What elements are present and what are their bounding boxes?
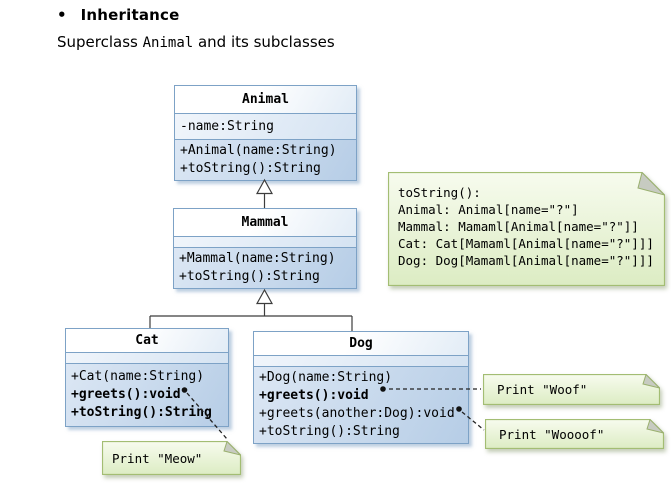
note-woooof: Print "Woooof" — [485, 419, 664, 449]
note-line: Cat: Cat[Mamaml[Animal[name="?"]]] — [398, 236, 654, 251]
note-line: Dog: Dog[Mamaml[Animal[name="?"]]] — [398, 253, 654, 268]
note-line: Mammal: Mamaml[Animal[name="?"]] — [398, 219, 639, 234]
note-line: toString(): — [398, 185, 481, 200]
class-name-mammal: Mammal — [174, 209, 356, 237]
folded-corner-icon — [223, 441, 241, 456]
subtitle-suffix: and its subclasses — [193, 33, 335, 51]
class-methods-dog: +Dog(name:String) +greets():void +greets… — [254, 367, 468, 443]
bullet-icon: • — [57, 6, 67, 24]
class-box-mammal: Mammal +Mammal(name:String) +toString():… — [173, 208, 357, 289]
method-line: +Mammal(name:String) — [179, 251, 336, 266]
method-line: +greets():void — [259, 388, 369, 403]
method-line: +Animal(name:String) — [180, 143, 337, 158]
inheritance-triangle-icon — [255, 178, 274, 195]
folded-corner-icon — [642, 374, 660, 389]
note-tostring-text: toString(): Animal: Animal[name="?"] Mam… — [388, 172, 665, 269]
class-name-cat: Cat — [66, 329, 228, 353]
method-line: +toString():String — [71, 405, 212, 420]
inheritance-triangle-icon — [255, 288, 274, 305]
class-attrs-animal: -name:String — [175, 114, 356, 140]
note-woof: Print "Woof" — [483, 374, 660, 405]
subtitle-prefix: Superclass — [57, 33, 143, 51]
class-box-cat: Cat +Cat(name:String) +greets():void +to… — [65, 328, 229, 427]
method-line: +Dog(name:String) — [259, 370, 393, 385]
attr-line: -name:String — [180, 119, 274, 134]
page-subtitle: Superclass Animal and its subclasses — [57, 33, 335, 51]
note-tostring: toString(): Animal: Animal[name="?"] Mam… — [388, 172, 665, 286]
slide-title-row: • Inheritance — [57, 6, 179, 24]
folded-corner-icon — [646, 419, 664, 434]
method-line: +Cat(name:String) — [71, 369, 205, 384]
folded-corner-icon — [637, 172, 665, 196]
note-shape — [102, 441, 241, 475]
method-line: +toString():String — [259, 424, 400, 439]
class-box-dog: Dog +Dog(name:String) +greets():void +gr… — [253, 331, 469, 444]
note-shape — [485, 419, 664, 449]
note-meow-text: Print "Meow" — [112, 451, 203, 466]
method-line: +toString():String — [179, 269, 320, 284]
note-woof-text: Print "Woof" — [497, 382, 588, 397]
method-line: +greets():void — [71, 387, 181, 402]
class-name-dog: Dog — [254, 332, 468, 356]
method-line: +toString():String — [180, 161, 321, 176]
note-shape — [388, 172, 665, 286]
class-methods-animal: +Animal(name:String) +toString():String — [175, 140, 356, 180]
generalization-line-cat-dog-mammal — [149, 304, 353, 331]
class-attrs-dog — [254, 356, 468, 367]
note-shape — [483, 374, 660, 405]
class-attrs-mammal — [174, 237, 356, 248]
note-line: Animal: Animal[name="?"] — [398, 202, 579, 217]
class-name-animal: Animal — [175, 86, 356, 114]
note-meow: Print "Meow" — [102, 441, 241, 475]
subtitle-code: Animal — [142, 35, 194, 51]
class-box-animal: Animal -name:String +Animal(name:String)… — [174, 85, 357, 181]
class-attrs-cat — [66, 353, 228, 364]
page-title: Inheritance — [80, 6, 180, 24]
class-methods-cat: +Cat(name:String) +greets():void +toStri… — [66, 364, 228, 426]
method-line: +greets(another:Dog):void — [259, 406, 455, 421]
note-woooof-text: Print "Woooof" — [499, 427, 605, 442]
class-methods-mammal: +Mammal(name:String) +toString():String — [174, 248, 356, 288]
